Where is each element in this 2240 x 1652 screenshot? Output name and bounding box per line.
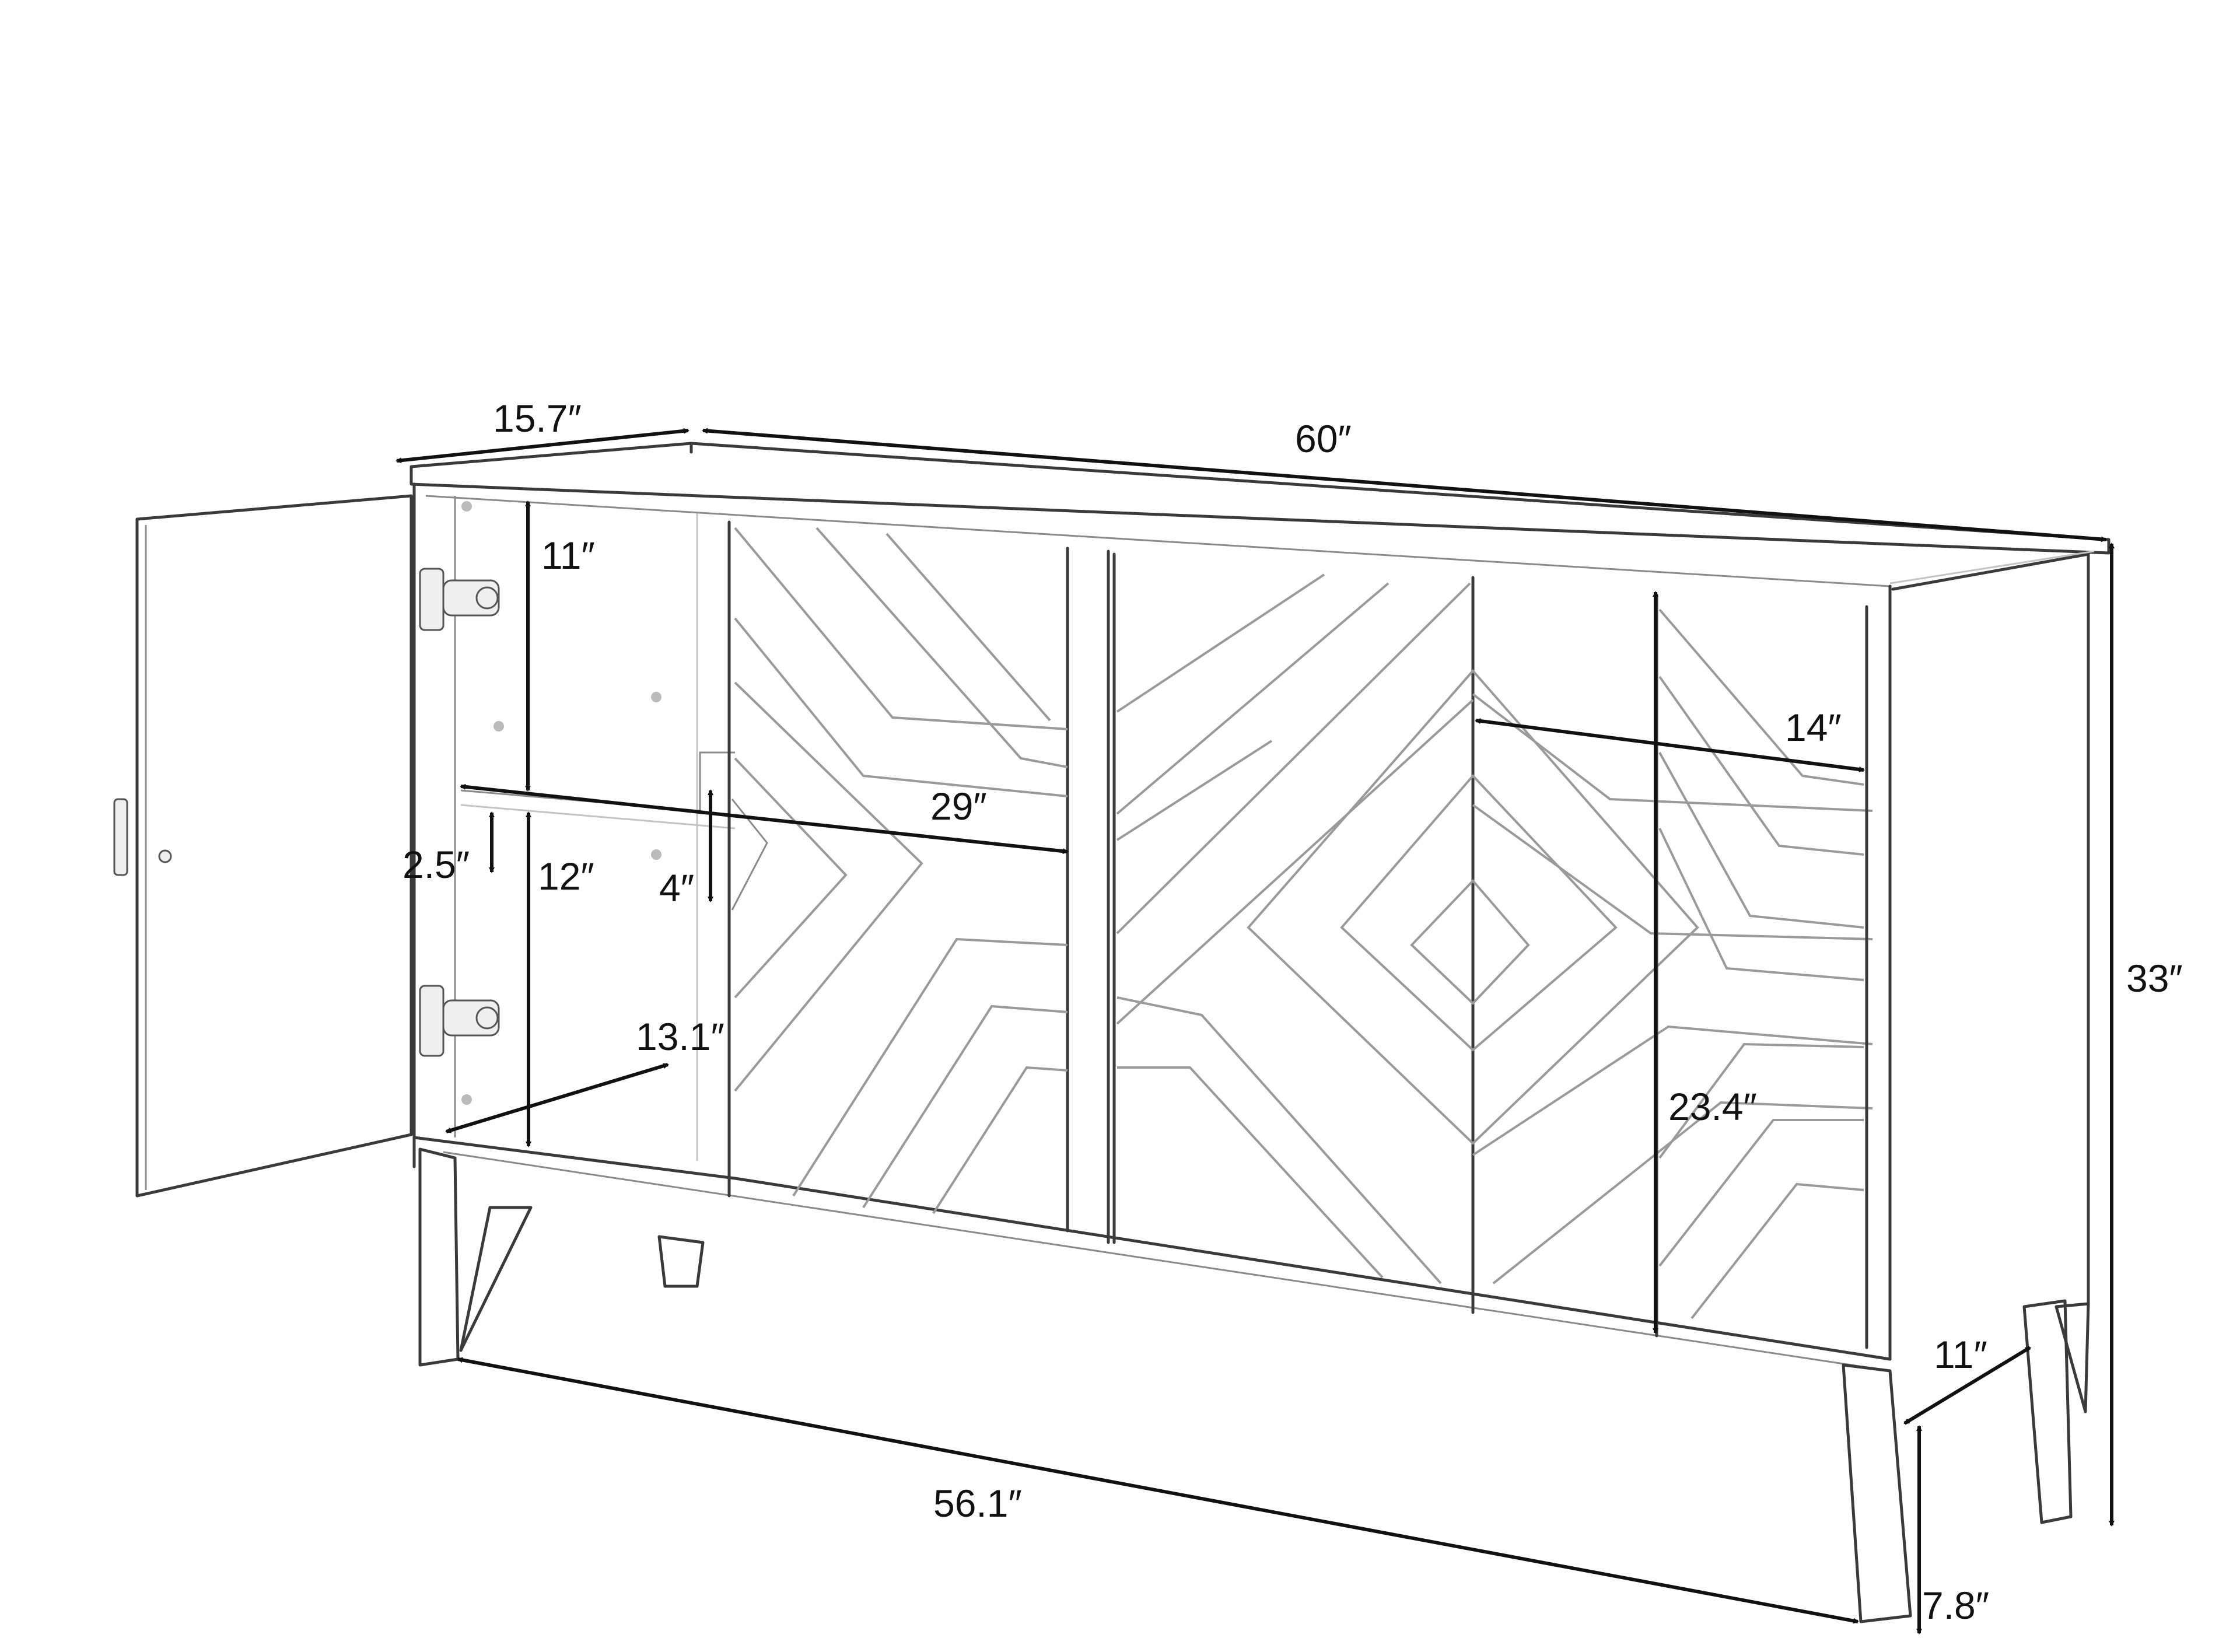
middle-diamond xyxy=(1340,774,1618,1052)
label-height: 33″ xyxy=(2126,957,2183,1000)
top-slab xyxy=(410,442,2110,555)
label-leg-depth: 11″ xyxy=(1934,1333,1987,1376)
inner-diamond-handle xyxy=(1410,879,1530,1005)
label-interior-depth: 13.1″ xyxy=(636,1015,724,1058)
leg-front-right xyxy=(1842,1363,1912,1623)
label-shelf-adjust: 2.5″ xyxy=(402,843,470,886)
label-upper-shelf: 11″ xyxy=(541,534,595,577)
hinge-upper xyxy=(419,568,500,631)
dim-line-interior-width xyxy=(460,783,1069,855)
label-depth: 15.7″ xyxy=(493,397,582,440)
chevron-door-center xyxy=(1112,552,1873,1314)
leg-front-left xyxy=(418,1147,460,1367)
label-leg-span: 56.1″ xyxy=(933,1482,1022,1525)
label-interior-width: 29″ xyxy=(930,785,987,828)
cabinet-legs xyxy=(418,1147,2090,1623)
hinge-lower xyxy=(419,985,500,1057)
door-knob-hole xyxy=(158,849,172,863)
chevron-door-left xyxy=(727,520,1068,1214)
dimension-lines xyxy=(396,428,2115,1634)
label-leg-height: 7.8″ xyxy=(1922,1584,1989,1627)
dim-line-width xyxy=(702,428,2107,542)
dim-line-interior-depth xyxy=(445,1063,669,1133)
label-door-width: 14″ xyxy=(1785,706,1842,749)
dim-line-depth xyxy=(396,428,690,464)
label-lower-shelf: 12″ xyxy=(538,855,594,898)
label-width: 60″ xyxy=(1295,417,1352,460)
outer-diamond xyxy=(1247,668,1699,1145)
leg-back-right xyxy=(2022,1299,2073,1524)
door-latch xyxy=(113,798,128,876)
leg-back-left xyxy=(657,1235,705,1288)
dim-line-door-width xyxy=(1475,718,1865,772)
dim-line-leg-depth xyxy=(1903,1346,2031,1425)
label-door-height: 23.4″ xyxy=(1668,1085,1757,1128)
dim-line-leg-span xyxy=(457,1357,1859,1624)
label-handle: 4″ xyxy=(659,866,694,909)
open-left-door xyxy=(113,494,662,1198)
dimension-labels: 15.7″ 60″ 33″ 11″ 12″ 2.5″ 4″ 29″ 13.1″ … xyxy=(402,397,2183,1627)
